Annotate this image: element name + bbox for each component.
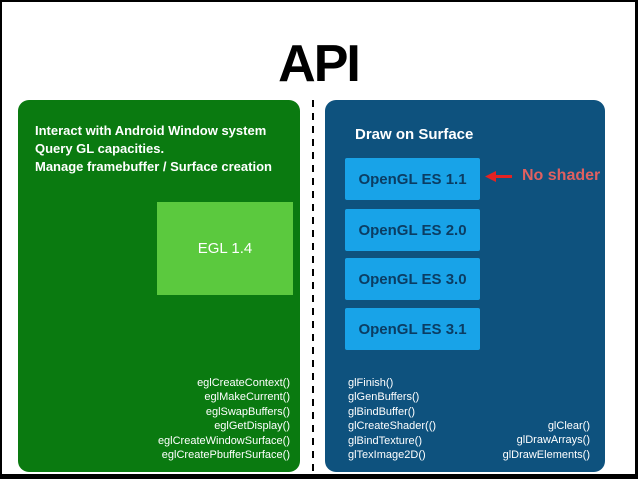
left-arrow-icon <box>485 170 512 182</box>
opengl-version-label: OpenGL ES 2.0 <box>358 221 467 239</box>
no-shader-label: No shader <box>522 167 601 184</box>
egl-panel: Interact with Android Window system Quer… <box>18 100 300 472</box>
egl-description-line: Interact with Android Window system <box>35 123 267 138</box>
function-name: glTexImage2D() <box>348 449 426 462</box>
gl-function-list-right: glClear() glDrawArrays() glDrawElements(… <box>503 419 590 462</box>
egl-function-list: eglCreateContext() eglMakeCurrent() eglS… <box>158 376 290 462</box>
opengl-es-2-0-box: OpenGL ES 2.0 <box>345 209 480 251</box>
function-name: eglCreateWindowSurface() <box>157 434 290 447</box>
dashed-divider <box>312 100 314 474</box>
egl-description: Interact with Android Window system Quer… <box>35 122 285 176</box>
function-name: eglCreatePbufferSurface() <box>161 449 290 462</box>
function-name: glCreateShader(() <box>348 420 437 433</box>
egl-version-label: EGL 1.4 <box>197 240 253 257</box>
no-shader-annotation: No shader <box>485 167 600 185</box>
gl-function-list-left: glFinish() glGenBuffers() glBindBuffer()… <box>348 376 436 462</box>
egl-version-box: EGL 1.4 <box>157 202 293 295</box>
function-name: eglCreateContext() <box>197 377 290 389</box>
function-name: eglMakeCurrent() <box>204 391 290 404</box>
function-name: glBindBuffer() <box>348 405 416 418</box>
panel-header: Draw on Surface <box>355 126 474 143</box>
page-title: API <box>278 35 361 93</box>
function-name: glFinish() <box>348 377 394 389</box>
opengl-es-1-1-box: OpenGL ES 1.1 <box>345 158 480 200</box>
function-name: glClear() <box>547 420 590 432</box>
opengl-version-label: OpenGL ES 3.0 <box>358 270 467 288</box>
opengl-es-3-0-box: OpenGL ES 3.0 <box>345 258 480 300</box>
opengl-version-label: OpenGL ES 1.1 <box>358 170 467 188</box>
opengl-es-3-1-box: OpenGL ES 3.1 <box>345 308 480 350</box>
opengl-panel: Draw on Surface OpenGL ES 1.1 OpenGL ES … <box>325 100 605 472</box>
opengl-version-label: OpenGL ES 3.1 <box>358 320 467 338</box>
egl-description-line: Query GL capacities. <box>35 141 165 156</box>
function-name: glGenBuffers() <box>348 391 420 404</box>
function-name: eglSwapBuffers() <box>205 405 290 418</box>
egl-description-line: Manage framebuffer / Surface creation <box>35 159 272 174</box>
function-name: glDrawArrays() <box>516 434 590 447</box>
function-name: glBindTexture() <box>348 434 422 447</box>
function-name: eglGetDisplay() <box>214 420 290 433</box>
function-name: glDrawElements() <box>502 448 590 461</box>
